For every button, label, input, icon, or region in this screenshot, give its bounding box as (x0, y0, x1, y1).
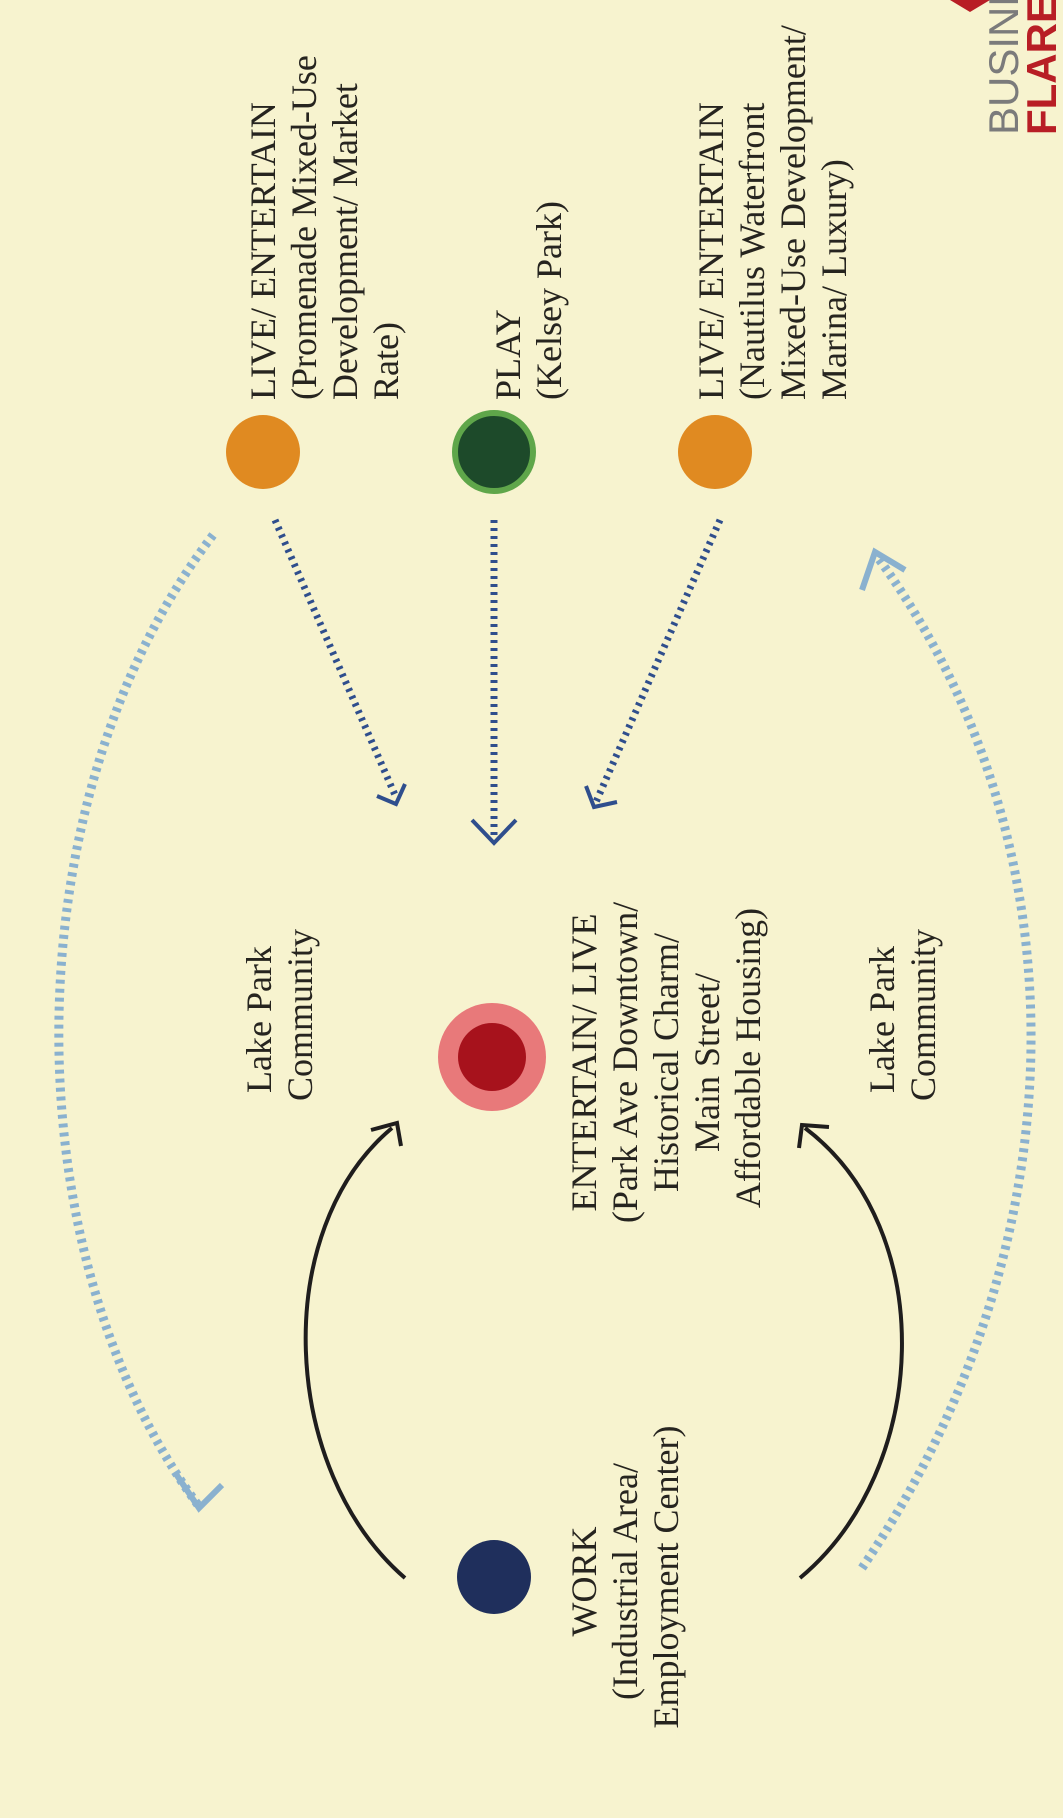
label-work-line-2: (Industrial Area/ (605, 1463, 645, 1700)
community-label-top: Lake Park Community (239, 929, 320, 1101)
svg-text:LIVE/ ENTERTAIN (Promena: LIVE/ ENTERTAIN (Promenade Mixed-Use Dev… (243, 46, 406, 400)
label-downtown-line-3: Historical Charm/ (646, 933, 686, 1192)
red-target-circle-downtown (438, 1003, 546, 1111)
community-label-bottom: Lake Park Community (862, 929, 943, 1101)
navy-circle-work (457, 1540, 531, 1614)
svg-text:BUSINES FLARE: BUSINES FLARE (980, 0, 1063, 135)
community-label-bottom-line-1: Lake Park (862, 946, 902, 1093)
business-flare-logo: BUSINES FLARE (950, 0, 1063, 135)
label-work-line-1: WORK (564, 1527, 604, 1637)
label-downtown-line-5: Affordable Housing) (728, 908, 768, 1208)
label-promenade-line-4: Rate) (366, 322, 406, 400)
curved-arrow-bottom (797, 1122, 904, 1580)
label-promenade-line-2: (Promenade Mixed-Use (284, 55, 324, 400)
label-downtown-line-4: Main Street/ (687, 973, 727, 1152)
svg-text:ENTERTAIN/ LIVE (Park Av: ENTERTAIN/ LIVE (Park Ave Downtown/ Hist… (564, 893, 768, 1223)
label-nautilus-line-4: Marina/ Luxury) (814, 159, 854, 400)
svg-text:LIVE/ ENTERTAIN (Nautilu: LIVE/ ENTERTAIN (Nautilus Waterfront Mix… (691, 16, 854, 400)
dotted-arrow-kelsey (470, 520, 518, 846)
label-downtown-line-2: (Park Ave Downtown/ (605, 902, 645, 1223)
svg-text:WORK (Industrial Area/: WORK (Industrial Area/ Employment Center… (564, 1426, 686, 1729)
logo-flare-icon (950, 0, 990, 12)
svg-text:Lake Park Community: Lake Park Community (862, 929, 943, 1101)
logo-line-1: BUSINES (980, 0, 1027, 135)
light-blue-arc-bottom (858, 547, 1036, 1571)
community-label-top-line-2: Community (280, 929, 320, 1101)
dotted-arrow-nautilus (584, 518, 724, 810)
label-nautilus-line-2: (Nautilus Waterfront (732, 103, 772, 400)
label-kelsey-line-2: (Kelsey Park) (529, 201, 569, 400)
label-promenade-line-3: Development/ Market (325, 83, 365, 400)
label-downtown-line-1: ENTERTAIN/ LIVE (564, 914, 604, 1212)
label-work-line-3: Employment Center) (646, 1426, 686, 1729)
label-promenade-line-1: LIVE/ ENTERTAIN (243, 102, 283, 400)
orange-circle-promenade (226, 415, 300, 489)
label-downtown: ENTERTAIN/ LIVE (Park Ave Downtown/ Hist… (564, 893, 768, 1223)
label-promenade: LIVE/ ENTERTAIN (Promenade Mixed-Use Dev… (243, 46, 406, 400)
community-label-top-line-1: Lake Park (239, 946, 279, 1093)
label-nautilus-line-3: Mixed-Use Development/ (773, 25, 813, 400)
label-kelsey-line-1: PLAY (488, 309, 528, 400)
svg-text:PLAY (Kelsey Park): PLAY (Kelsey Park) (488, 201, 569, 400)
curved-arrow-top (303, 1120, 407, 1580)
community-label-bottom-line-2: Community (903, 929, 943, 1101)
label-work: WORK (Industrial Area/ Employment Center… (564, 1426, 686, 1729)
label-nautilus-line-1: LIVE/ ENTERTAIN (691, 102, 731, 400)
logo-line-2: FLARE (1018, 0, 1063, 135)
label-kelsey: PLAY (Kelsey Park) (488, 201, 569, 400)
light-blue-arc-top (54, 532, 225, 1513)
svg-text:Lake Park Community: Lake Park Community (239, 929, 320, 1101)
label-nautilus: LIVE/ ENTERTAIN (Nautilus Waterfront Mix… (691, 16, 854, 400)
orange-circle-nautilus (678, 415, 752, 489)
dotted-arrow-promenade (271, 518, 407, 807)
green-circle-kelsey (452, 410, 536, 494)
